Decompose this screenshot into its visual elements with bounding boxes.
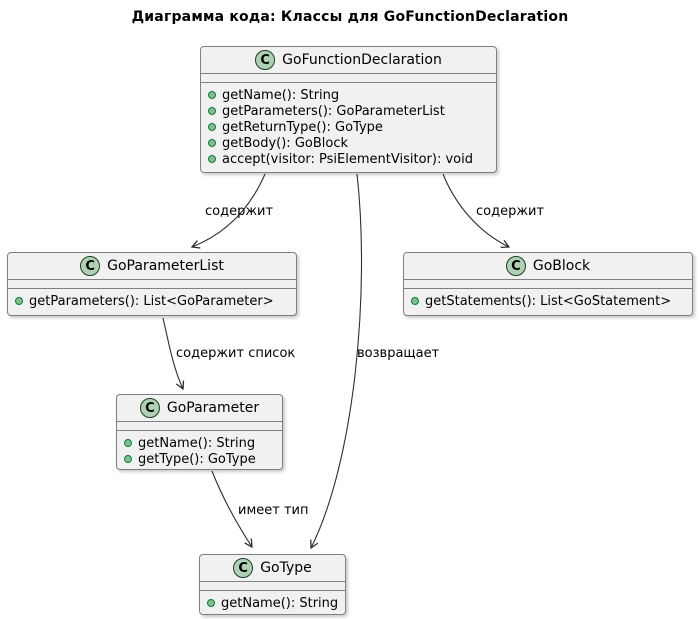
public-method-icon [207, 599, 215, 607]
class-box-gotype: C GoType getName(): String [199, 554, 346, 615]
class-name: GoParameterList [107, 258, 224, 274]
method-row: accept(visitor: PsiElementVisitor): void [208, 151, 490, 167]
method-row: getBody(): GoBlock [208, 135, 490, 151]
methods-compartment: getName(): String [200, 591, 345, 615]
method-signature: getReturnType(): GoType [222, 119, 383, 135]
fields-compartment [117, 422, 282, 431]
class-header: C GoParameter [117, 395, 282, 422]
edge-contains-list-parameter [162, 317, 183, 389]
method-row: getParameters(): List<GoParameter> [15, 293, 290, 309]
class-stereotype-icon: C [505, 256, 526, 276]
class-name: GoParameter [166, 400, 260, 416]
method-signature: getName(): String [138, 435, 256, 451]
class-box-goparameterlist: C GoParameterList getParameters(): List<… [7, 252, 297, 316]
fields-compartment [200, 582, 345, 591]
class-header: C GoFunctionDeclaration [201, 47, 496, 74]
method-row: getReturnType(): GoType [208, 119, 490, 135]
method-signature: getParameters(): GoParameterList [222, 103, 445, 119]
class-stereotype-icon: C [80, 256, 101, 276]
edge-has-type [211, 470, 252, 547]
diagram-title: Диаграмма кода: Классы для GoFunctionDec… [131, 9, 569, 25]
method-row: getName(): String [207, 595, 339, 611]
fields-compartment [8, 280, 296, 289]
edge-label-contains-right: содержит [476, 204, 545, 219]
public-method-icon [208, 139, 216, 147]
class-header: C GoType [200, 555, 345, 582]
edge-contains-parameterlist [192, 173, 266, 247]
class-name: GoBlock [532, 258, 591, 274]
edge-contains-block [442, 173, 509, 247]
method-signature: getStatements(): List<GoStatement> [425, 293, 672, 309]
method-row: getStatements(): List<GoStatement> [411, 293, 686, 309]
public-method-icon [124, 439, 132, 447]
public-method-icon [208, 107, 216, 115]
edge-returns-type [311, 173, 363, 548]
methods-compartment: getStatements(): List<GoStatement> [404, 289, 692, 313]
class-box-gofunctiondeclaration: C GoFunctionDeclaration getName(): Strin… [200, 46, 497, 173]
edge-label-returns: возвращает [357, 346, 440, 361]
method-signature: getName(): String [222, 87, 340, 103]
method-signature: accept(visitor: PsiElementVisitor): void [222, 151, 473, 167]
method-signature: getParameters(): List<GoParameter> [29, 293, 274, 309]
class-name: GoType [260, 560, 312, 576]
methods-compartment: getParameters(): List<GoParameter> [8, 289, 296, 313]
edge-label-contains-left: содержит [205, 204, 274, 219]
method-signature: getName(): String [221, 595, 339, 611]
class-stereotype-icon: C [233, 558, 254, 578]
public-method-icon [124, 455, 132, 463]
method-row: getName(): String [124, 435, 276, 451]
public-method-icon [208, 91, 216, 99]
class-header: C GoBlock [404, 253, 692, 280]
class-name: GoFunctionDeclaration [282, 52, 442, 68]
method-signature: getType(): GoType [138, 451, 256, 467]
class-box-goblock: C GoBlock getStatements(): List<GoStatem… [403, 252, 693, 316]
class-header: C GoParameterList [8, 253, 296, 280]
edge-label-has-type: имеет тип [238, 503, 309, 518]
method-row: getParameters(): GoParameterList [208, 103, 490, 119]
fields-compartment [404, 280, 692, 289]
public-method-icon [208, 123, 216, 131]
public-method-icon [15, 297, 23, 305]
public-method-icon [411, 297, 419, 305]
fields-compartment [201, 74, 496, 83]
method-row: getName(): String [208, 87, 490, 103]
class-stereotype-icon: C [139, 398, 160, 418]
method-row: getType(): GoType [124, 451, 276, 467]
method-signature: getBody(): GoBlock [222, 135, 349, 151]
edge-label-contains-list: содержит список [176, 346, 296, 361]
class-stereotype-icon: C [255, 50, 276, 70]
public-method-icon [208, 155, 216, 163]
